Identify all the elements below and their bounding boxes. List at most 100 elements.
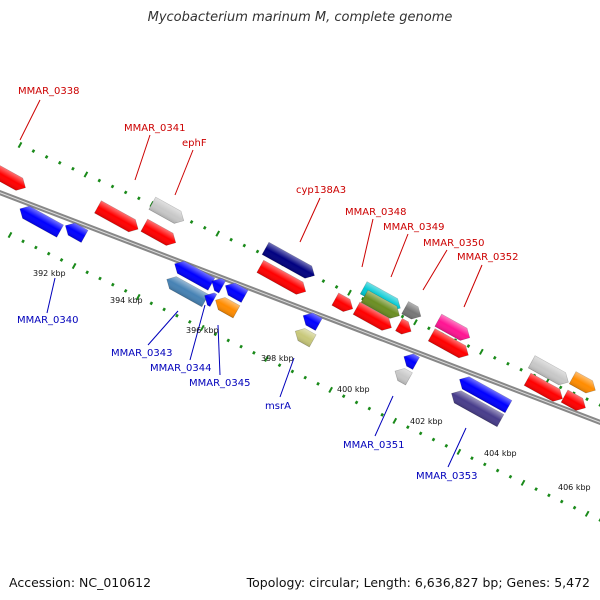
ruler-dot xyxy=(413,319,418,326)
ruler-dot xyxy=(175,313,179,318)
gene-arrow-rev-1-shine xyxy=(19,206,64,238)
gene-arrow-fwd-8 xyxy=(360,289,400,319)
gene-arrow-fwd-11 xyxy=(401,301,422,320)
gene-arrow-fwd-4 xyxy=(140,218,177,246)
ruler-dot xyxy=(392,417,398,424)
ruler-dot xyxy=(495,468,500,473)
ruler-tick-label: 398 kbp xyxy=(261,354,294,363)
backbone-highlight xyxy=(0,192,600,423)
gene-arrow-rev-2-shine xyxy=(65,222,89,243)
gene-arrow-fwd-15-shine xyxy=(528,355,569,385)
gene-arrow-fwd-1-shine xyxy=(0,162,26,191)
ruler-dot xyxy=(44,155,49,159)
ruler-dot xyxy=(367,406,372,411)
reverse-gene-label: MMAR_0344 xyxy=(150,363,212,374)
ruler-dot xyxy=(558,385,563,390)
gene-arrow-rev-3-shine xyxy=(174,261,215,291)
ruler-dot xyxy=(21,239,25,244)
ruler-dot xyxy=(97,178,102,183)
ruler-dot xyxy=(57,160,62,165)
ruler-dot xyxy=(470,456,474,461)
gene-arrow-fwd-13 xyxy=(434,313,471,341)
gene-arrow-fwd-4-shine xyxy=(140,219,176,246)
gene-arrow-fwd-9 xyxy=(331,292,354,312)
ruler-dot xyxy=(242,243,247,248)
gene-arrow-fwd-18 xyxy=(560,389,586,411)
gene-arrow-fwd-8-shine xyxy=(361,290,400,319)
gene-arrow-rev-13 xyxy=(459,376,513,414)
forward-leader-line xyxy=(299,197,321,243)
reverse-gene-label: MMAR_0345 xyxy=(189,378,251,389)
ruler-dot xyxy=(71,262,77,270)
genes xyxy=(0,161,596,428)
ruler-dot xyxy=(110,184,115,189)
ruler-dot xyxy=(31,149,36,153)
forward-leader-line xyxy=(134,134,151,181)
ruler-dot xyxy=(585,397,589,402)
gene-arrow-fwd-3-shine xyxy=(148,197,184,224)
reverse-leader-line xyxy=(147,310,179,346)
reverse-gene-label: MMAR_0351 xyxy=(343,440,405,451)
ruler-dot xyxy=(187,319,192,324)
ruler-dot xyxy=(34,245,38,250)
gene-arrow-rev-10-shine xyxy=(295,328,317,347)
ruler-tick-label: 394 kbp xyxy=(110,296,143,305)
ruler-tick-label: 392 kbp xyxy=(33,269,66,278)
ruler-dot xyxy=(334,285,339,289)
reverse-leader-line xyxy=(374,395,394,437)
forward-leader-line xyxy=(390,233,409,278)
accession-text: Accession: NC_010612 xyxy=(9,575,152,590)
ruler-dot xyxy=(427,326,431,331)
ruler-tick-label: 396 kbp xyxy=(186,326,219,335)
forward-leader-line xyxy=(422,249,448,291)
gene-arrow-rev-10 xyxy=(294,328,317,348)
gene-arrow-rev-9 xyxy=(302,312,323,331)
gene-arrow-rev-5 xyxy=(225,282,249,303)
gene-arrow-fwd-6 xyxy=(256,259,307,295)
gene-arrow-fwd-12-shine xyxy=(395,318,412,335)
forward-leader-line xyxy=(19,99,41,141)
reverse-leader-line xyxy=(217,324,221,376)
forward-gene-label: MMAR_0338 xyxy=(18,86,80,97)
gene-arrow-rev-8-shine xyxy=(215,297,240,318)
forward-gene-label: MMAR_0349 xyxy=(383,222,445,233)
ruler-dot xyxy=(347,289,352,296)
ruler-dot xyxy=(202,225,207,230)
reverse-leader-line xyxy=(46,277,56,314)
gene-arrow-rev-11 xyxy=(403,353,420,370)
ruler-dot xyxy=(162,307,166,312)
ruler-dot xyxy=(123,288,128,293)
ruler-dot xyxy=(83,171,89,178)
ruler-dot xyxy=(400,314,405,319)
ruler-dot xyxy=(466,344,471,348)
gene-arrow-rev-4-shine xyxy=(211,278,226,294)
backbone xyxy=(0,189,600,426)
ruler-dot xyxy=(444,443,449,448)
ruler-dot xyxy=(354,400,359,405)
reverse-gene-label: MMAR_0343 xyxy=(111,348,173,359)
ruler-dot xyxy=(200,324,205,332)
gene-arrow-rev-6 xyxy=(166,276,210,308)
ruler-dot xyxy=(519,367,523,372)
gene-arrow-fwd-2-shine xyxy=(94,200,139,232)
gene-arrow-fwd-17-shine xyxy=(524,373,563,402)
ruler-dot xyxy=(255,249,260,254)
ruler-dot xyxy=(418,431,423,436)
gene-arrow-fwd-10 xyxy=(352,301,392,331)
gene-arrow-rev-9-shine xyxy=(303,312,323,331)
gene-arrow-rev-14 xyxy=(451,390,505,428)
gene-arrow-fwd-12 xyxy=(395,318,412,335)
gene-arrow-fwd-1 xyxy=(0,161,26,191)
ruler-dot xyxy=(328,386,333,393)
forward-leader-line xyxy=(361,218,374,268)
reverse-leader-line xyxy=(189,304,206,361)
ruler-dot xyxy=(559,499,564,504)
gene-arrow-fwd-13-shine xyxy=(434,314,470,341)
ruler-dot xyxy=(123,190,128,195)
ruler-dot xyxy=(98,276,102,281)
ruler-dot xyxy=(264,355,269,363)
gene-arrow-fwd-11-shine xyxy=(401,301,421,320)
gene-arrow-rev-6-shine xyxy=(166,276,209,307)
ruler-dot xyxy=(380,412,384,417)
